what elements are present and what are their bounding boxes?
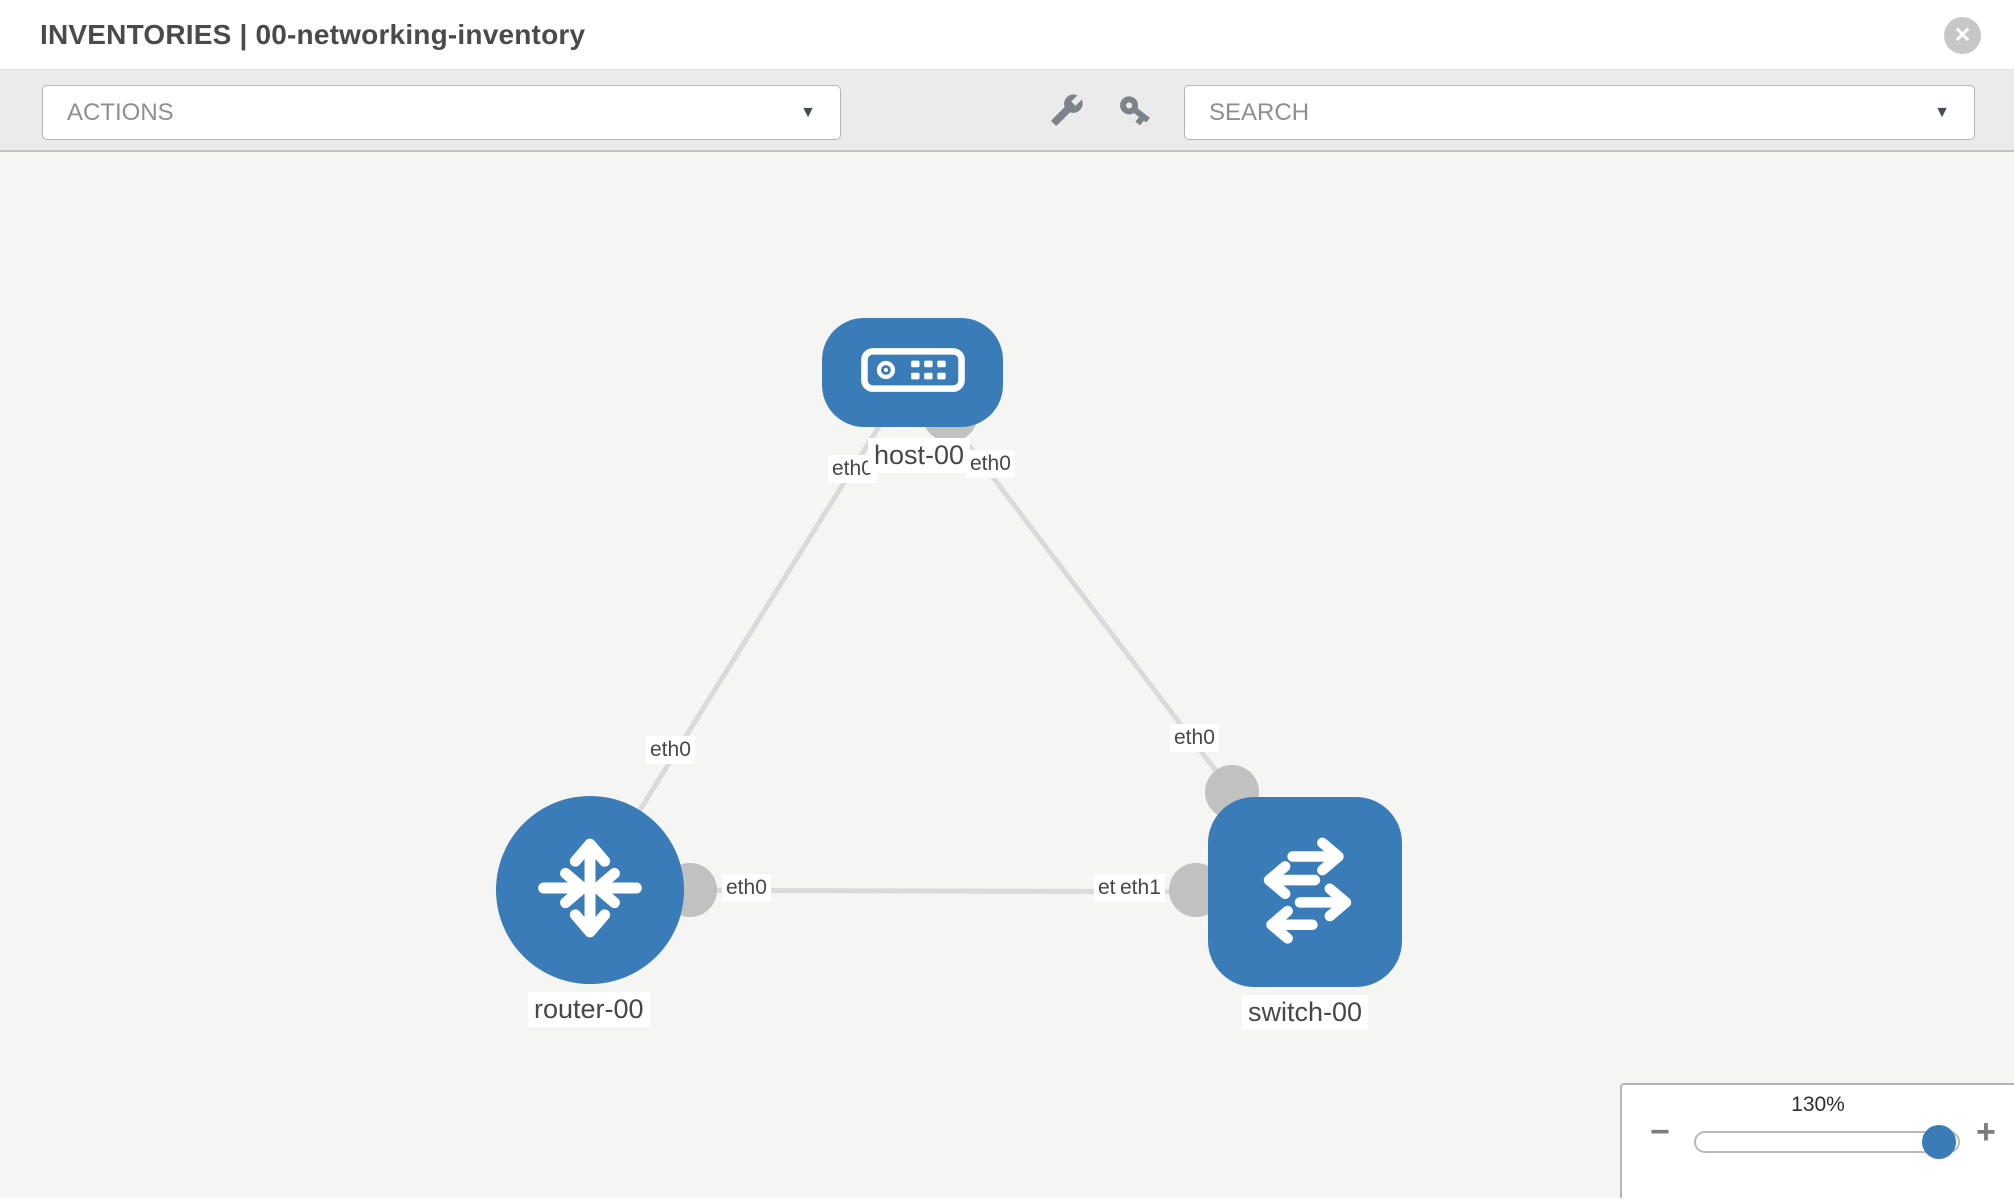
chevron-down-icon: ▼ bbox=[800, 103, 816, 121]
chevron-down-icon: ▼ bbox=[1934, 103, 1950, 121]
key-icon bbox=[1117, 92, 1153, 133]
router-arrows-icon bbox=[529, 827, 651, 954]
links-layer bbox=[587, 370, 1306, 917]
zoom-slider-handle[interactable] bbox=[1922, 1125, 1956, 1159]
iface-label: eth0 bbox=[1170, 724, 1219, 753]
node-router-00[interactable] bbox=[496, 796, 684, 984]
iface-label: eth0 bbox=[966, 450, 1015, 479]
wrench-icon bbox=[1050, 93, 1084, 132]
topology-canvas[interactable]: eth0 eth0 eth0 eth0 eth0 eth0 eth1 host-… bbox=[0, 152, 2014, 1198]
zoom-level-value: 130% bbox=[1791, 1093, 1845, 1116]
node-label-router: router-00 bbox=[528, 992, 650, 1028]
header: INVENTORIES | 00-networking-inventory ✕ bbox=[0, 0, 2014, 70]
page-title: INVENTORIES | 00-networking-inventory bbox=[40, 18, 586, 50]
actions-dropdown-label: ACTIONS bbox=[67, 98, 174, 126]
node-switch-00[interactable] bbox=[1208, 797, 1402, 987]
plus-icon: + bbox=[1976, 1113, 1996, 1151]
zoom-slider-track[interactable] bbox=[1694, 1125, 1960, 1159]
toolbar: ACTIONS ▼ SEARCH ▼ bbox=[0, 70, 2014, 152]
close-icon: ✕ bbox=[1953, 24, 1972, 47]
switch-arrows-icon bbox=[1243, 828, 1367, 957]
iface-label: eth0 bbox=[646, 736, 695, 765]
zoom-control-panel: 130% − + bbox=[1620, 1083, 2014, 1198]
node-label-host: host-00 bbox=[868, 438, 971, 474]
zoom-in-button[interactable]: + bbox=[1976, 1115, 1996, 1149]
actions-dropdown[interactable]: ACTIONS ▼ bbox=[42, 85, 841, 140]
node-host-00[interactable] bbox=[822, 318, 1003, 427]
zoom-out-button[interactable]: − bbox=[1650, 1115, 1670, 1149]
close-button[interactable]: ✕ bbox=[1944, 17, 1981, 54]
server-icon bbox=[857, 341, 969, 404]
tools-button[interactable] bbox=[1047, 92, 1087, 132]
credentials-button[interactable] bbox=[1115, 92, 1155, 132]
node-label-switch: switch-00 bbox=[1242, 995, 1369, 1031]
iface-label: eth1 bbox=[1116, 874, 1165, 903]
search-dropdown[interactable]: SEARCH ▼ bbox=[1184, 85, 1975, 140]
search-dropdown-label: SEARCH bbox=[1209, 98, 1310, 126]
iface-label: eth0 bbox=[722, 874, 771, 903]
minus-icon: − bbox=[1650, 1113, 1670, 1151]
